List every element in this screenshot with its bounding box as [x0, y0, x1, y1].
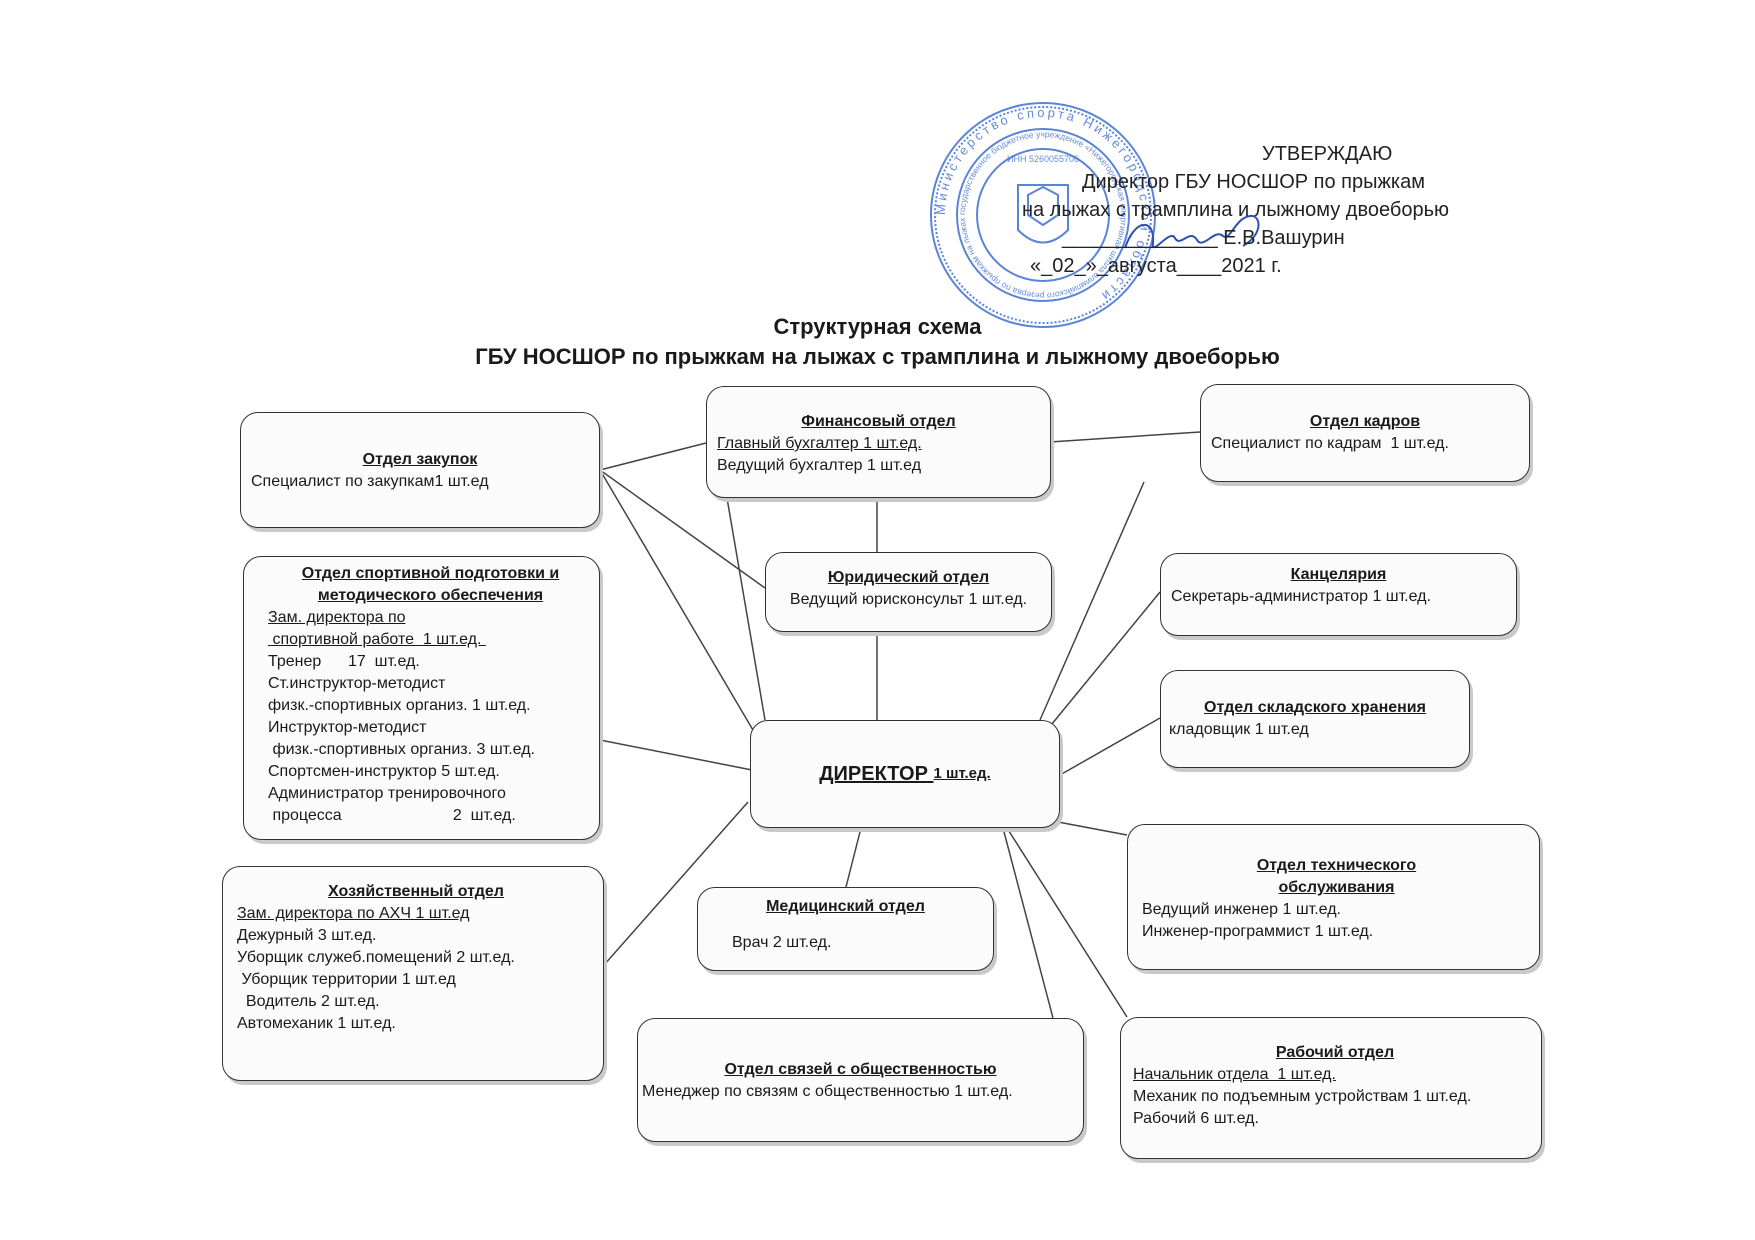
dept-household-line-2: Дежурный 3 шт.ед. — [237, 927, 377, 944]
dept-sport-line-10: процесса 2 шт.ед. — [268, 807, 516, 824]
stamp-inn: ИНН 5260055706 — [1007, 154, 1079, 164]
approval-line-3: на лыжах с трамплина и лыжному двоеборью — [1022, 199, 1450, 221]
dept-pr-line: Менеджер по связям с общественностью 1 ш… — [642, 1083, 1013, 1100]
dept-household-line-3: Уборщик служеб.помещений 2 шт.ед. — [237, 949, 515, 966]
title-line-1: Структурная схема — [773, 314, 982, 339]
official-stamp: Министерство спорта Нижегородской област… — [928, 100, 1156, 328]
approval-signature-line: ______________ Е.В.Вашурин — [1062, 227, 1345, 249]
dept-sport-line-7: физк.-спортивных организ. 3 шт.ед. — [268, 741, 535, 758]
approval-title: УТВЕРЖДАЮ — [1262, 143, 1393, 165]
dept-household-line-4: Уборщик территории 1 шт.ед — [237, 971, 456, 988]
dept-sport: Отдел спортивной подготовки и методическ… — [243, 556, 600, 840]
dept-tech-title-2: обслуживания — [1278, 879, 1395, 896]
dept-work-line-3: Рабочий 6 шт.ед. — [1133, 1110, 1259, 1127]
dept-warehouse-line: кладовщик 1 шт.ед — [1169, 721, 1309, 738]
dept-sport-line-2: спортивной работе 1 шт.ед. — [268, 631, 486, 648]
dept-tech-line-1: Ведущий инженер 1 шт.ед. — [1142, 901, 1341, 918]
line-finance-director — [726, 497, 766, 721]
dept-warehouse-title: Отдел складского хранения — [1204, 699, 1426, 716]
line-work-director — [1006, 827, 1128, 1018]
dept-tech-line-2: Инженер-программист 1 шт.ед. — [1142, 923, 1374, 940]
title-line-2: ГБУ НОСШОР по прыжкам на лыжах с трампли… — [475, 344, 1280, 369]
dept-warehouse: Отдел складского хранения кладовщик 1 шт… — [1160, 670, 1470, 768]
approval-block: УТВЕРЖДАЮ Директор ГБУ НОСШОР по прыжкам… — [1000, 140, 1560, 280]
dept-finance-line-2: Ведущий бухгалтер 1 шт.ед — [717, 457, 922, 474]
line-pr-director — [1002, 827, 1054, 1019]
director-box: ДИРЕКТОР 1 шт.ед. — [750, 720, 1060, 828]
dept-medical-title: Медицинский отдел — [766, 898, 925, 915]
page-title: Структурная схема ГБУ НОСШОР по прыжкам … — [0, 312, 1755, 372]
dept-medical-line: Врач 2 шт.ед. — [732, 934, 832, 951]
dept-hr-line: Специалист по кадрам 1 шт.ед. — [1211, 435, 1449, 452]
dept-tech: Отдел технического обслуживания Ведущий … — [1127, 824, 1540, 970]
dept-hr-title: Отдел кадров — [1309, 413, 1421, 430]
line-procurement-finance — [599, 442, 707, 471]
dept-sport-line-8: Спортсмен-инструктор 5 шт.ед. — [268, 763, 500, 780]
dept-household-line-6: Автомеханик 1 шт.ед. — [237, 1015, 396, 1032]
dept-sport-title-2: методического обеспечения — [317, 587, 544, 604]
dept-pr-title: Отдел связей с общественностью — [724, 1061, 997, 1078]
line-office-director — [1046, 591, 1161, 731]
dept-legal-line: Ведущий юрисконсульт 1 шт.ед. — [789, 591, 1028, 608]
dept-work-title: Рабочий отдел — [1275, 1044, 1395, 1061]
dept-sport-line-6: Инструктор-методист — [268, 719, 427, 736]
signature-mark — [1124, 214, 1260, 249]
director-label: ДИРЕКТОР — [819, 763, 928, 785]
dept-sport-line-9: Администратор тренировочного — [268, 785, 506, 802]
line-tech-director — [1057, 821, 1128, 836]
dept-medical: Медицинский отдел Врач 2 шт.ед. — [697, 887, 994, 971]
dept-finance-line-1: Главный бухгалтер 1 шт.ед. — [717, 435, 922, 452]
dept-office: Канцелярия Секретарь-администратор 1 шт.… — [1160, 553, 1517, 636]
line-household-director — [603, 801, 749, 966]
director-count: 1 шт.ед. — [933, 765, 991, 782]
dept-tech-title-1: Отдел технического — [1256, 857, 1417, 874]
dept-sport-line-5: физк.-спортивных организ. 1 шт.ед. — [268, 697, 531, 714]
dept-procurement-title: Отдел закупок — [362, 451, 478, 468]
dept-sport-title-1: Отдел спортивной подготовки и — [301, 565, 560, 582]
dept-work-line-1: Начальник отдела 1 шт.ед. — [1133, 1066, 1336, 1083]
dept-household-line-1: Зам. директора по АХЧ 1 шт.ед — [237, 905, 470, 922]
approval-date: «_02_»_августа____2021 г. — [1030, 255, 1282, 277]
line-medical-director — [845, 827, 862, 888]
dept-legal: Юридический отдел Ведущий юрисконсульт 1… — [765, 552, 1052, 632]
dept-sport-line-3: Тренер 17 шт.ед. — [268, 653, 420, 670]
line-procurement-legal — [599, 469, 766, 589]
dept-sport-line-1: Зам. директора по — [268, 609, 406, 626]
dept-household-title: Хозяйственный отдел — [328, 883, 504, 900]
line-sport-director — [599, 739, 753, 771]
line-procurement-director — [599, 469, 761, 743]
dept-work: Рабочий отдел Начальник отдела 1 шт.ед. … — [1120, 1017, 1542, 1159]
dept-household: Хозяйственный отдел Зам. директора по АХ… — [222, 866, 604, 1081]
dept-finance-title: Финансовый отдел — [801, 413, 956, 430]
dept-office-title: Канцелярия — [1290, 566, 1387, 583]
line-warehouse-director — [1059, 717, 1161, 776]
dept-sport-line-4: Ст.инструктор-методист — [268, 675, 446, 692]
dept-legal-title: Юридический отдел — [827, 569, 990, 586]
dept-hr: Отдел кадров Специалист по кадрам 1 шт.е… — [1200, 384, 1530, 482]
dept-work-line-2: Механик по подъемным устройствам 1 шт.ед… — [1133, 1088, 1472, 1105]
dept-finance: Финансовый отдел Главный бухгалтер 1 шт.… — [706, 386, 1051, 498]
approval-line-2: Директор ГБУ НОСШОР по прыжкам — [1082, 171, 1425, 193]
line-finance-hr — [1049, 431, 1201, 443]
line-hr-director — [1039, 481, 1145, 721]
dept-procurement: Отдел закупок Специалист по закупкам1 шт… — [240, 412, 600, 528]
dept-household-line-5: Водитель 2 шт.ед. — [237, 993, 380, 1010]
dept-procurement-line: Специалист по закупкам1 шт.ед — [251, 473, 489, 490]
dept-pr: Отдел связей с общественностью Менеджер … — [637, 1018, 1084, 1142]
dept-office-line: Секретарь-администратор 1 шт.ед. — [1171, 588, 1431, 605]
